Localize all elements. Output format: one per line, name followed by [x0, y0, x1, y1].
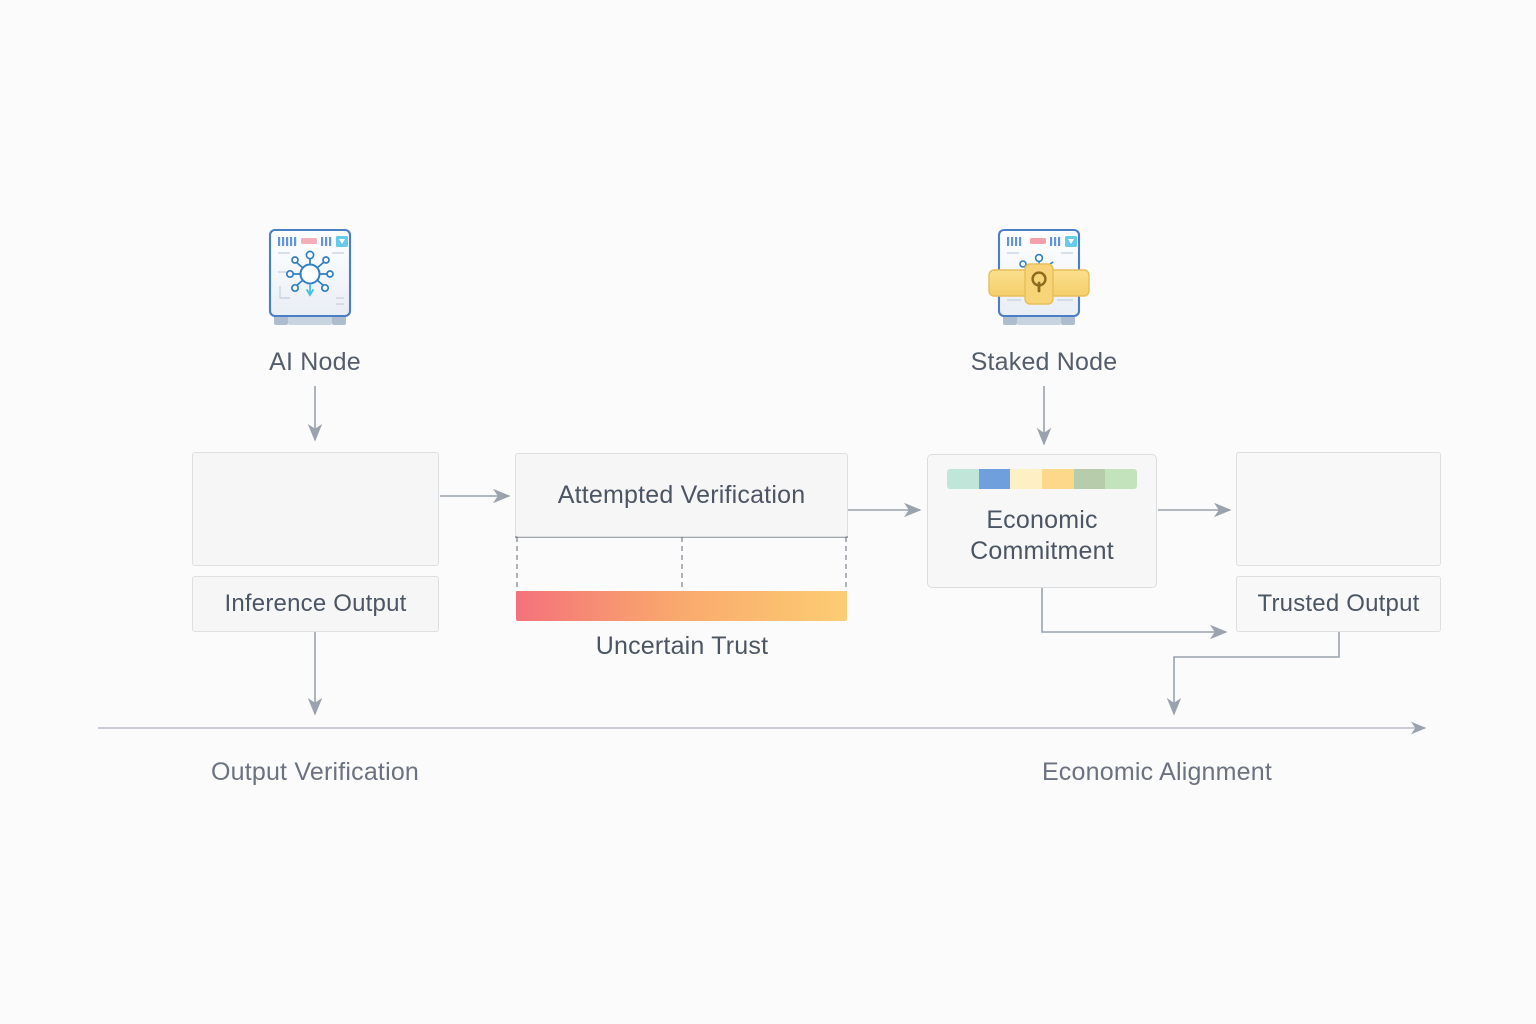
segment-amber — [1042, 469, 1074, 489]
segment-blue — [978, 469, 1011, 489]
inference-output-icon-card — [192, 452, 439, 566]
inference-output-label: Inference Output — [224, 590, 407, 617]
attempted-verification-label: Attempted Verification — [557, 480, 806, 509]
economic-commitment-title-line2: Commitment — [970, 536, 1114, 565]
segment-mint — [947, 469, 979, 489]
economic-commitment-title-line1: Economic — [986, 506, 1098, 534]
trusted-output-icon-card — [1236, 452, 1441, 566]
arrow-trusted-to-timeline — [1166, 630, 1340, 716]
ai-node-label: AI Node — [269, 348, 361, 376]
phase-label-output-verification: Output Verification — [210, 758, 420, 786]
verification-dashed-guides — [515, 536, 848, 592]
trusted-output-caption: Trusted Output — [1236, 576, 1441, 632]
server-staked-node-icon — [988, 228, 1090, 325]
server-ai-node-icon — [268, 228, 352, 325]
uncertain-trust-gradient-bar — [516, 591, 847, 621]
segment-cream — [1010, 469, 1043, 489]
phase-label-economic-alignment: Economic Alignment — [1041, 758, 1273, 786]
economic-commitment-card: Economic Commitment — [927, 454, 1157, 588]
segment-sage — [1073, 469, 1106, 489]
attempted-verification-title-box: Attempted Verification — [515, 453, 848, 537]
segment-green — [1105, 469, 1137, 489]
arrow-economic-elbow-to-trusted — [1041, 588, 1228, 640]
inference-output-caption: Inference Output — [192, 576, 439, 632]
staked-node-label: Staked Node — [970, 348, 1118, 376]
economic-commitment-segment-bar — [947, 469, 1137, 489]
trusted-output-label: Trusted Output — [1257, 590, 1420, 617]
uncertain-trust-label: Uncertain Trust — [595, 632, 769, 660]
